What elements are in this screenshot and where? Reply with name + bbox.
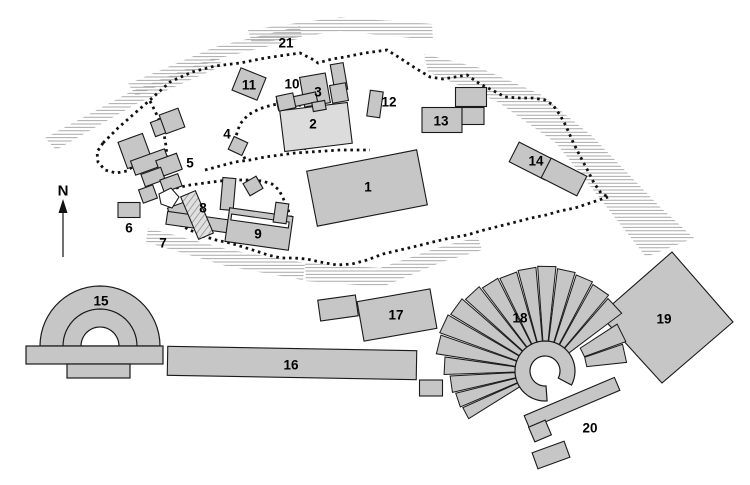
building-8-square <box>242 175 264 197</box>
building-6 <box>117 201 141 219</box>
building-20-annex <box>531 440 571 470</box>
building-19 <box>599 251 734 384</box>
monument-label-15: 15 <box>93 294 109 309</box>
propylaea-central-bar <box>129 148 171 176</box>
theatre-wedge <box>584 343 628 368</box>
orchestra-ring <box>514 340 576 402</box>
perimeter-wall-north <box>102 48 609 199</box>
monument-label-2: 2 <box>309 117 317 132</box>
building-13-annex <box>461 106 485 126</box>
erechtheion-sw-block <box>275 92 297 112</box>
building-8-block <box>219 176 237 212</box>
perimeter-wall-south <box>167 195 609 267</box>
building-9-annex <box>272 201 290 225</box>
building-9-stripe <box>230 213 290 229</box>
propylaea-sw-block <box>137 184 159 204</box>
propylaea-south-bar-b <box>159 172 183 194</box>
building-13-upper <box>454 86 488 108</box>
monument-label-9: 9 <box>254 227 262 242</box>
monument-label-20: 20 <box>582 421 597 436</box>
north-arrow: N <box>58 183 69 257</box>
monument-label-21: 21 <box>278 36 294 51</box>
north-label: N <box>58 183 69 200</box>
north-arrow-head <box>58 199 68 213</box>
monument-label-10: 10 <box>284 77 299 92</box>
building-20-bar <box>523 376 621 430</box>
building-14-b <box>540 157 588 197</box>
monument-label-6: 6 <box>125 221 133 236</box>
monument-label-18: 18 <box>512 311 528 326</box>
monument-label-7: 7 <box>159 236 167 251</box>
monument-label-4: 4 <box>223 127 231 142</box>
propylaea-nw-square-2 <box>158 107 186 135</box>
caryatid-porch <box>311 99 327 113</box>
monument-label-14: 14 <box>528 154 544 169</box>
building-13 <box>421 106 463 134</box>
monument-label-11: 11 <box>242 78 257 93</box>
building-18-theatre <box>435 265 628 420</box>
propylaea-south-bar-a <box>140 166 166 188</box>
monument-label-1: 1 <box>364 180 372 195</box>
small-square-south <box>418 379 444 397</box>
monument-label-3: 3 <box>314 85 322 100</box>
erechtheion-east-wing <box>328 82 350 104</box>
monument-label-16: 16 <box>283 358 299 373</box>
building-16-stoa <box>166 345 418 381</box>
monument-label-19: 19 <box>656 312 671 327</box>
monument-label-17: 17 <box>388 308 403 323</box>
nike-temple-podium <box>158 187 180 209</box>
building-15-odeon <box>25 285 164 379</box>
monument-label-5: 5 <box>186 156 194 171</box>
monument-label-12: 12 <box>381 95 396 110</box>
building-4 <box>227 135 249 157</box>
ramp-7 <box>179 189 215 241</box>
theatre-wedge <box>579 323 627 358</box>
inner-way-upper <box>204 148 370 172</box>
monument-label-8: 8 <box>199 201 207 216</box>
building-12 <box>366 89 384 119</box>
monument-label-13: 13 <box>433 114 449 129</box>
building-1-parthenon <box>306 149 428 227</box>
building-11 <box>231 67 267 101</box>
building-20-foot <box>527 419 553 443</box>
building-17 <box>356 288 438 342</box>
building-16-annex <box>317 294 359 322</box>
